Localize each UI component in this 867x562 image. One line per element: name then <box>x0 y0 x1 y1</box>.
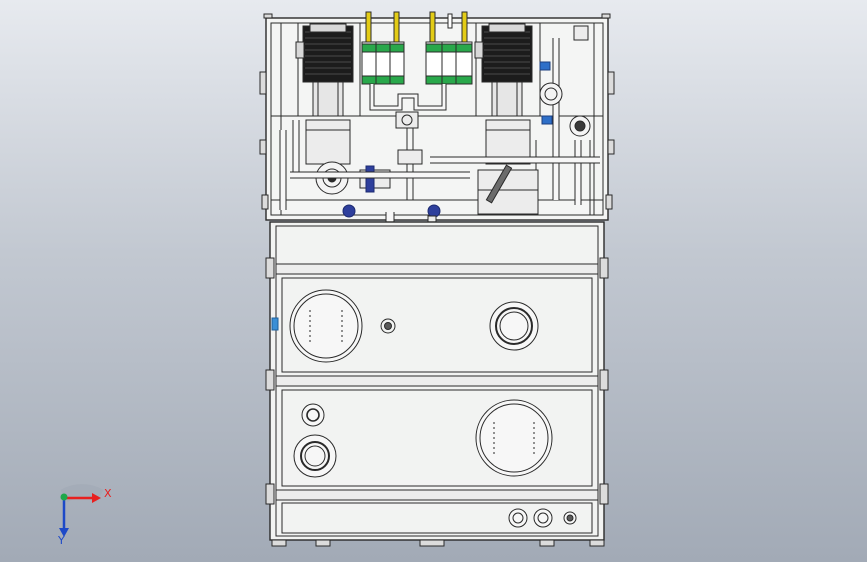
valve-icon[interactable] <box>342 204 441 218</box>
flange-icon[interactable] <box>508 508 528 528</box>
manhole-icon[interactable] <box>289 289 363 363</box>
left-side-pipework <box>279 120 600 210</box>
pump-casing-left <box>305 119 391 195</box>
flange-icon[interactable] <box>293 434 337 478</box>
right-side-pipework <box>539 25 591 205</box>
valve-icon[interactable] <box>361 11 405 85</box>
flange-icon[interactable] <box>380 318 396 334</box>
axis-triad-icon: X Y <box>57 484 112 547</box>
side-connector <box>271 317 279 331</box>
valve-icon[interactable] <box>425 11 473 85</box>
flange-icon[interactable] <box>489 301 539 351</box>
manhole-icon[interactable] <box>475 399 553 477</box>
pump-motor-icon[interactable] <box>295 23 354 117</box>
flange-icon[interactable] <box>301 403 325 427</box>
pump-casing-right <box>477 119 539 215</box>
x-axis-label: X <box>104 487 112 500</box>
y-axis-label: Y <box>57 534 65 547</box>
flange-icon[interactable] <box>533 508 553 528</box>
center-manifold-piping <box>369 84 447 200</box>
pump-motor-icon[interactable] <box>474 23 533 117</box>
flange-icon[interactable] <box>563 511 577 525</box>
lower-tank <box>265 221 609 547</box>
